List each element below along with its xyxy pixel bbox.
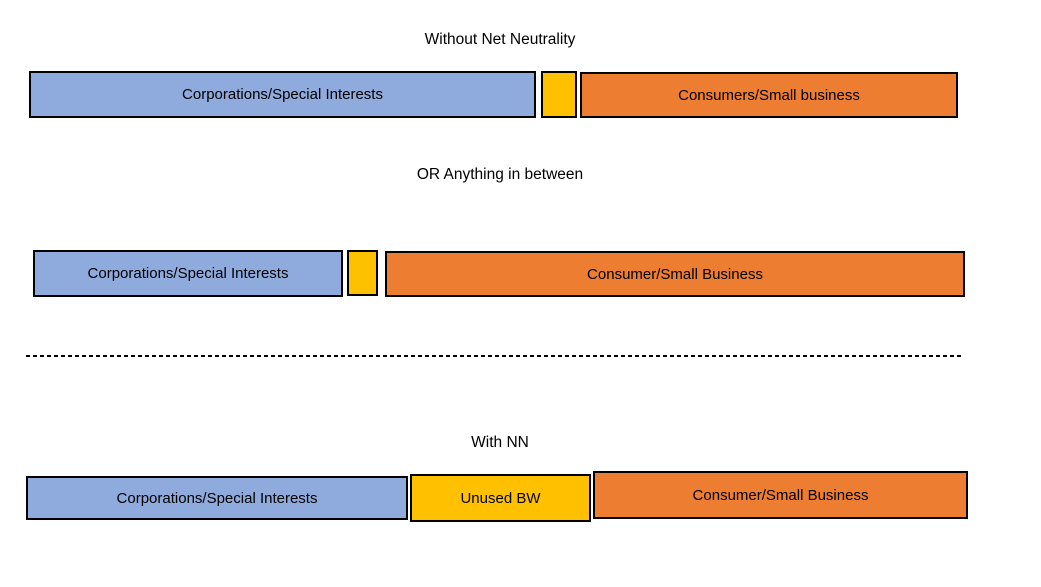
scenario-title-with-nn: With NN (471, 434, 529, 451)
segment-corporations-special-interests: Corporations/Special Interests (29, 71, 536, 118)
segment-label: Consumers/Small business (678, 86, 860, 104)
segment-consumers-small-business: Consumers/Small business (580, 72, 958, 118)
segment-unused-bandwidth: Unused BW (410, 474, 591, 522)
segment-label: Unused BW (460, 489, 541, 507)
segment-unused-bandwidth-sliver (541, 71, 577, 118)
segment-corporations-special-interests: Corporations/Special Interests (33, 250, 343, 297)
segment-label: Corporations/Special Interests (116, 489, 318, 507)
segment-consumers-small-business: Consumer/Small Business (593, 471, 968, 519)
segment-label: Consumer/Small Business (692, 486, 869, 504)
scenario-title-anything-between: OR Anything in between (416, 166, 584, 183)
scenario-title-without-nn: Without Net Neutrality (424, 31, 576, 48)
segment-label: Corporations/Special Interests (182, 86, 383, 103)
scenario-divider-dashed-line (26, 355, 963, 357)
segment-corporations-special-interests: Corporations/Special Interests (26, 476, 408, 520)
segment-unused-bandwidth-sliver (347, 250, 378, 296)
segment-label: Corporations/Special Interests (87, 265, 289, 282)
segment-label: Consumer/Small Business (587, 265, 763, 283)
segment-consumers-small-business: Consumer/Small Business (385, 251, 965, 297)
